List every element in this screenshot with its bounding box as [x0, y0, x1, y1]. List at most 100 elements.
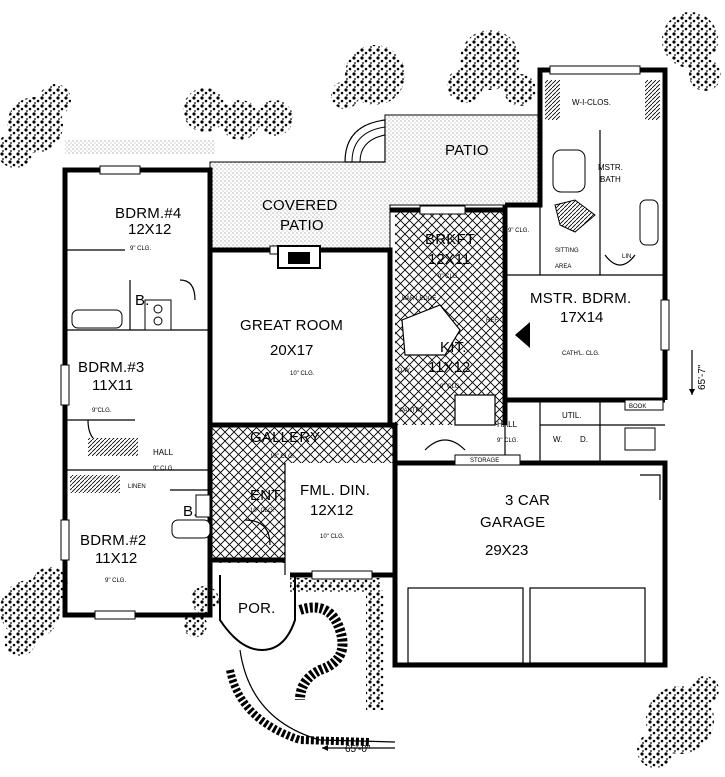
- room-sitting-area: SITTING AREA: [555, 248, 579, 270]
- closet: [88, 438, 138, 456]
- patio-steps: [351, 126, 386, 163]
- room-name: COVERED: [262, 197, 338, 214]
- room-hall-right: HALL 9" CLG.: [497, 420, 518, 444]
- storage-label: STORAGE: [470, 458, 499, 464]
- tree-icon: [0, 567, 68, 656]
- room-name: AREA: [555, 264, 571, 270]
- room-name: BDRM.#3: [78, 359, 144, 376]
- room-name: UTIL.: [562, 411, 582, 420]
- room-name: MSTR. BDRM.: [530, 290, 631, 307]
- ceiling-note: 10" CLG.: [270, 454, 295, 460]
- room-wi-closet: W-I-CLOS.: [572, 98, 611, 107]
- interior-walls: [65, 130, 665, 575]
- tree-icon: [183, 586, 219, 637]
- bathtub-icon: [71, 309, 211, 539]
- closet: [545, 80, 560, 120]
- room-name: PATIO: [280, 217, 324, 234]
- width-dimension: 65'-0": [345, 744, 371, 755]
- dishwasher-label: D.W.: [398, 368, 411, 374]
- bath-label: B.: [135, 292, 150, 309]
- closet: [645, 80, 660, 120]
- stair-arrow-icon: [515, 322, 530, 348]
- ceiling-note: 10" CLG.: [320, 534, 345, 540]
- book-label: BOOK: [629, 404, 646, 410]
- ceiling-note: 9"CLG.: [92, 408, 112, 414]
- room-name: BRKFT: [425, 231, 475, 248]
- ceiling-note: 9" CLG.: [438, 274, 459, 280]
- tree-icon: [662, 12, 721, 91]
- room-utility: UTIL. W. D.: [553, 411, 588, 444]
- room-name: MSTR.: [598, 163, 623, 172]
- ceiling-note: CATH'L. CLG.: [562, 351, 600, 357]
- ceiling-note: 9" CLG.: [508, 228, 529, 234]
- patio-steps: [344, 119, 386, 163]
- bathtub-icon: [552, 149, 659, 246]
- dining-floor-accent: [210, 463, 285, 563]
- room-entry: ENT. 10" CLG.: [250, 487, 283, 514]
- room-name: HALL: [497, 420, 518, 429]
- room-kitchen: KIT. 11X12 9" CLG.: [428, 339, 470, 390]
- room-name: HALL: [153, 448, 174, 457]
- depth-dimension: 65'-7": [697, 364, 708, 390]
- garage-doors: [407, 587, 646, 664]
- hedge: [290, 578, 380, 592]
- ceiling-note: 9" CLG.: [105, 578, 126, 584]
- room-dimensions: 29X23: [485, 542, 528, 559]
- hedge: [295, 602, 348, 701]
- room-dimensions: 12X11: [428, 251, 470, 268]
- ceiling-note: 10" CLG.: [250, 508, 275, 514]
- kitchen-island-icon: [401, 304, 496, 426]
- room-bdrm2: BDRM.#2 11X12 9" CLG.: [80, 532, 146, 584]
- tree-icon: [447, 30, 536, 106]
- room-name: SITTING: [555, 248, 579, 254]
- tree-icon: [637, 676, 719, 768]
- room-name: ENT.: [250, 487, 283, 504]
- room-dimensions: 12X12: [128, 221, 171, 238]
- bar-ledge-label: BAR LEDGE: [402, 296, 436, 302]
- room-porch: POR.: [238, 600, 275, 617]
- room-patio: PATIO: [445, 142, 489, 159]
- book-shelf: [624, 399, 664, 411]
- linen-label: LIN.: [622, 254, 633, 260]
- room-dimensions: 20X17: [270, 342, 313, 359]
- room-bdrm3: BDRM.#3 11X11 9"CLG.: [78, 359, 144, 414]
- room-dimensions: 11X12: [428, 359, 470, 376]
- room-hall-left: HALL 9" CLG.: [153, 448, 174, 472]
- windows: [60, 65, 670, 620]
- ceiling-note: 9" CLG.: [440, 384, 461, 390]
- gallery-floor: [210, 425, 395, 463]
- room-bdrm4: BDRM.#4 12X12 9" CLG.: [115, 205, 181, 252]
- room-garage: 3 CAR GARAGE 29X23: [480, 492, 550, 559]
- room-name: BDRM.#2: [80, 532, 146, 549]
- room-great-room: GREAT ROOM 20X17 10" CLG.: [240, 317, 343, 377]
- tree-icon: [0, 84, 71, 168]
- room-covered-patio: COVERED PATIO: [262, 197, 338, 234]
- room-family-dining: FML. DIN. 12X12 10" CLG.: [300, 482, 370, 540]
- washer-label: W.: [553, 435, 562, 444]
- refrigerator-label: REF.: [486, 318, 499, 324]
- room-master-bdrm: MSTR. BDRM. 17X14 CATH'L. CLG.: [530, 290, 631, 357]
- hedge: [65, 140, 215, 154]
- pantry-label: PANTRY: [400, 408, 424, 414]
- hedge: [226, 669, 371, 746]
- fireplace-icon: [277, 245, 321, 269]
- room-name: BATH: [600, 175, 621, 184]
- room-name: KIT.: [440, 339, 467, 356]
- walkway: [239, 649, 396, 743]
- sink-icon: [144, 299, 656, 518]
- room-name: FML. DIN.: [300, 482, 370, 499]
- tree-icon: [331, 45, 405, 109]
- patio-steps: [359, 134, 386, 163]
- room-name: GARAGE: [480, 514, 545, 531]
- ceiling-note: 9" CLG.: [130, 246, 151, 252]
- dimension-lines: [322, 350, 695, 751]
- ceiling-note: 10" CLG.: [290, 371, 315, 377]
- linen-label: LINEN: [128, 484, 146, 490]
- storage-shelf: [454, 454, 521, 466]
- room-dimensions: 17X14: [560, 309, 603, 326]
- dryer-label: D.: [580, 435, 588, 444]
- room-name: GREAT ROOM: [240, 317, 343, 334]
- ceiling-note: 9" CLG.: [497, 438, 518, 444]
- closet: [70, 475, 120, 493]
